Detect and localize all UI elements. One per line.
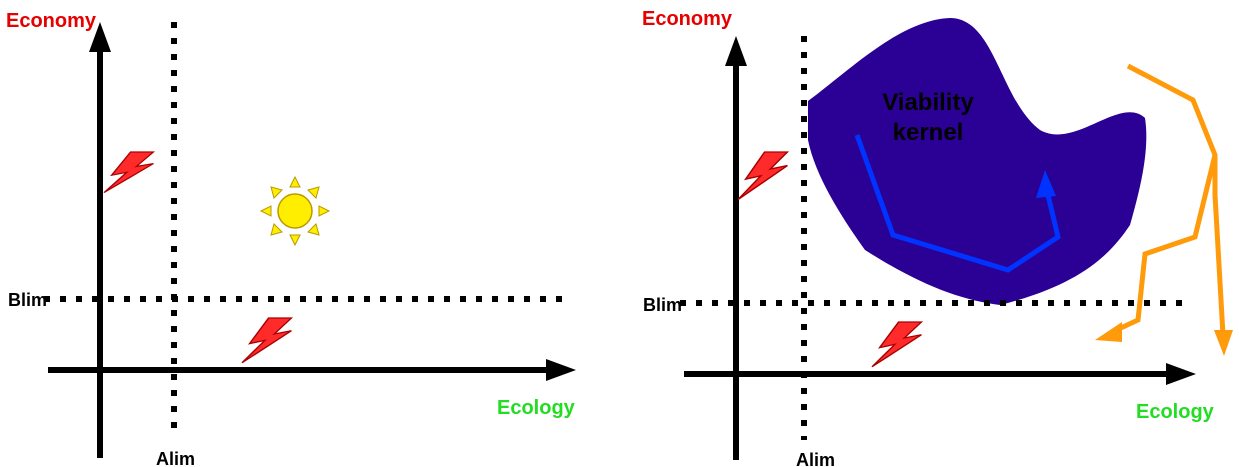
right-x-arrowhead	[1166, 363, 1196, 385]
outside-trajectory-1-arrowhead	[1095, 322, 1122, 342]
left-panel: Economy Ecology Alim Blim	[6, 10, 576, 467]
lightning-icon	[871, 321, 924, 368]
outside-trajectory-1	[1108, 63, 1218, 336]
kernel-label-line2: kernel	[893, 119, 964, 146]
left-blim-label: Blim	[8, 290, 47, 310]
kernel-label-line1: Viability	[882, 89, 974, 116]
right-y-arrowhead	[725, 36, 747, 66]
right-economy-label: Economy	[642, 8, 733, 30]
lightning-icon	[103, 151, 156, 194]
sun-icon	[259, 175, 331, 247]
inside-trajectory-arrowhead	[1036, 170, 1056, 198]
right-alim-label: Alim	[796, 450, 835, 467]
left-y-arrowhead	[89, 22, 111, 52]
right-ecology-label: Ecology	[1136, 401, 1215, 423]
outside-trajectory-2	[1212, 155, 1226, 336]
lightning-icon	[241, 317, 294, 364]
right-blim-label: Blim	[643, 295, 682, 315]
left-alim-label: Alim	[156, 449, 195, 467]
lightning-icon	[737, 151, 790, 201]
right-panel: Viability kernel Economy Ecology Alim Bl…	[642, 8, 1233, 467]
left-economy-label: Economy	[6, 10, 97, 32]
left-x-arrowhead	[546, 359, 576, 381]
outside-trajectory-2-arrowhead	[1214, 330, 1233, 356]
left-ecology-label: Ecology	[497, 397, 576, 419]
inside-trajectory	[854, 134, 1061, 273]
